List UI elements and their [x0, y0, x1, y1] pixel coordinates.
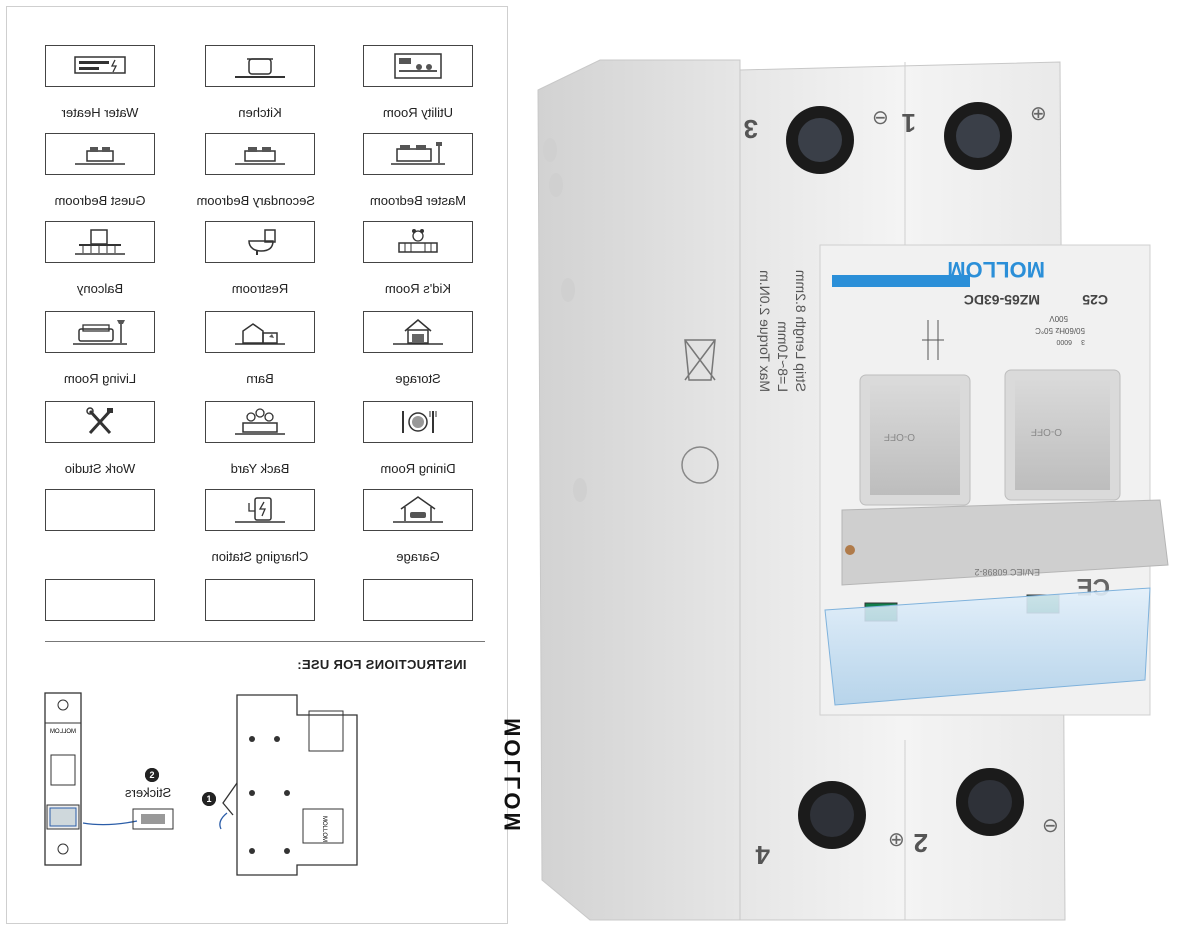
- sticker-guest-bedroom: Guest Bedroom: [45, 133, 155, 209]
- sticker-label: Barn: [246, 371, 274, 386]
- toggle-handle-bar: [841, 499, 1169, 586]
- sticker-blank: [363, 579, 473, 639]
- terminal-2-label: 2: [914, 828, 928, 858]
- torque-text-1: Max Torque 2.0N.m: [757, 270, 773, 392]
- sticker-storage: Storage: [363, 311, 473, 387]
- utility-room-icon: [394, 53, 442, 79]
- sticker-back-yard: Back Yard: [205, 401, 315, 477]
- sticker-balcony: Balcony: [45, 221, 155, 297]
- garage-icon: [393, 496, 443, 523]
- sticker-label: Water Heater: [61, 105, 139, 120]
- model-label: MZ65-63DC: [964, 292, 1040, 308]
- sticker-label: Kid's Room: [384, 281, 452, 296]
- plus-top-icon: ⊕: [1030, 103, 1047, 125]
- sticker-label: Work Studio: [64, 461, 136, 476]
- sticker-blank: [205, 579, 315, 639]
- sticker-utility-room: Utility Room: [363, 45, 473, 121]
- tools-icon: [86, 407, 113, 435]
- sticker-label: Back Yard: [230, 461, 290, 476]
- sticker-label: Charging Station: [211, 549, 309, 564]
- kitchen-pot-icon: [235, 58, 285, 78]
- transparent-cover: [824, 587, 1151, 706]
- sticker-blank: [45, 579, 155, 639]
- toggle-left-text: O-OFF: [884, 431, 915, 442]
- sticker-label: Guest Bedroom: [54, 193, 146, 208]
- sticker-kids-room: Kid's Room: [363, 221, 473, 297]
- bed-icon: [235, 147, 285, 165]
- terminal-3-label: 3: [744, 114, 758, 144]
- kids-room-icon: [398, 229, 438, 253]
- minus-top-icon: ⊖: [872, 107, 889, 129]
- standard-label: EN/IEC 60898-2: [974, 567, 1040, 577]
- rating-label: C25: [1082, 292, 1108, 308]
- terminal-4-label: 4: [755, 840, 770, 870]
- certification-icon: [681, 446, 719, 484]
- sticker-secondary-bedroom: Secondary Bedroom: [196, 133, 315, 209]
- sticker-sheet: Water Heater Kitchen Utility Room Guest …: [6, 6, 525, 924]
- sticker-garage: Garage: [363, 489, 473, 565]
- weee-bin-icon: [684, 339, 716, 381]
- bed-icon: [75, 147, 125, 165]
- sticker-label: Dining Room: [380, 461, 456, 476]
- frequency-label: 50/60Hz 50°C: [1035, 326, 1085, 335]
- sticker-barn: Barn: [205, 311, 315, 387]
- sticker-living-room: Living Room: [45, 311, 155, 387]
- sticker-label: Utility Room: [382, 105, 454, 120]
- sticker-label: Living Room: [63, 371, 137, 386]
- instructions-title: INSTRUCTIONS FOR USE:: [297, 657, 467, 672]
- sticker-label: Master Bedroom: [369, 193, 467, 208]
- master-bed-icon: [391, 142, 445, 165]
- divider: [45, 641, 485, 642]
- step-2-badge: 2: [145, 768, 159, 782]
- stickers-label: Stickers: [125, 785, 172, 800]
- mini-brand: MOLLOM: [50, 729, 76, 735]
- side-brand: MOLLOM: [321, 816, 327, 842]
- class-label: 3: [1081, 338, 1085, 345]
- toggle-right-text: O-OFF: [1031, 426, 1062, 437]
- storage-house-icon: [393, 319, 443, 345]
- step-1-badge: 1: [202, 792, 216, 806]
- circuit-breaker-image: 3 1 ⊖ ⊕ MOLLOM MZ65-63DC C25 500V 50/60H…: [537, 59, 1169, 921]
- sticker-label: Garage: [396, 549, 440, 564]
- sticker-label: Restroom: [231, 281, 289, 296]
- breaking-capacity: 6000: [1056, 338, 1072, 345]
- sticker-label: Balcony: [76, 281, 124, 296]
- breaker-photo: 3 1 ⊖ ⊕ MOLLOM MZ65-63DC C25 500V 50/60H…: [520, 40, 1200, 940]
- sticker-label: Kitchen: [238, 105, 282, 120]
- barn-icon: [235, 323, 285, 345]
- sofa-icon: [73, 320, 127, 345]
- sticker-restroom: Restroom: [205, 221, 315, 297]
- sticker-dining-room: Dining Room: [363, 401, 473, 477]
- sticker-master-bedroom: Master Bedroom: [363, 133, 473, 209]
- sticker-blank: [45, 489, 155, 549]
- dining-icon: [402, 411, 437, 433]
- torque-text-2: L=8~10mm: [775, 321, 791, 392]
- plus-bottom-icon: ⊕: [888, 829, 905, 851]
- charging-station-icon: [235, 497, 285, 523]
- torque-text-3: Strip Length 8.2mm: [793, 270, 809, 392]
- sticker-work-studio: Work Studio: [45, 401, 155, 477]
- sticker-label: Secondary Bedroom: [196, 193, 315, 208]
- sticker-charging-station: Charging Station: [205, 489, 315, 565]
- minus-bottom-icon: ⊖: [1042, 815, 1059, 837]
- sticker-kitchen: Kitchen: [205, 45, 315, 121]
- instruction-diagram: MOLLOM MOLLOM: [44, 692, 358, 876]
- toilet-icon: [248, 229, 276, 255]
- sticker-label: Storage: [395, 371, 441, 386]
- water-heater-icon: [74, 56, 126, 74]
- flowers-icon: [235, 408, 285, 435]
- sticker-water-heater: Water Heater: [45, 45, 155, 121]
- brand-logo: MOLLOM: [947, 257, 1045, 282]
- terminal-1-label: 1: [902, 108, 916, 138]
- voltage-label: 500V: [1049, 314, 1068, 323]
- balcony-icon: [75, 229, 125, 255]
